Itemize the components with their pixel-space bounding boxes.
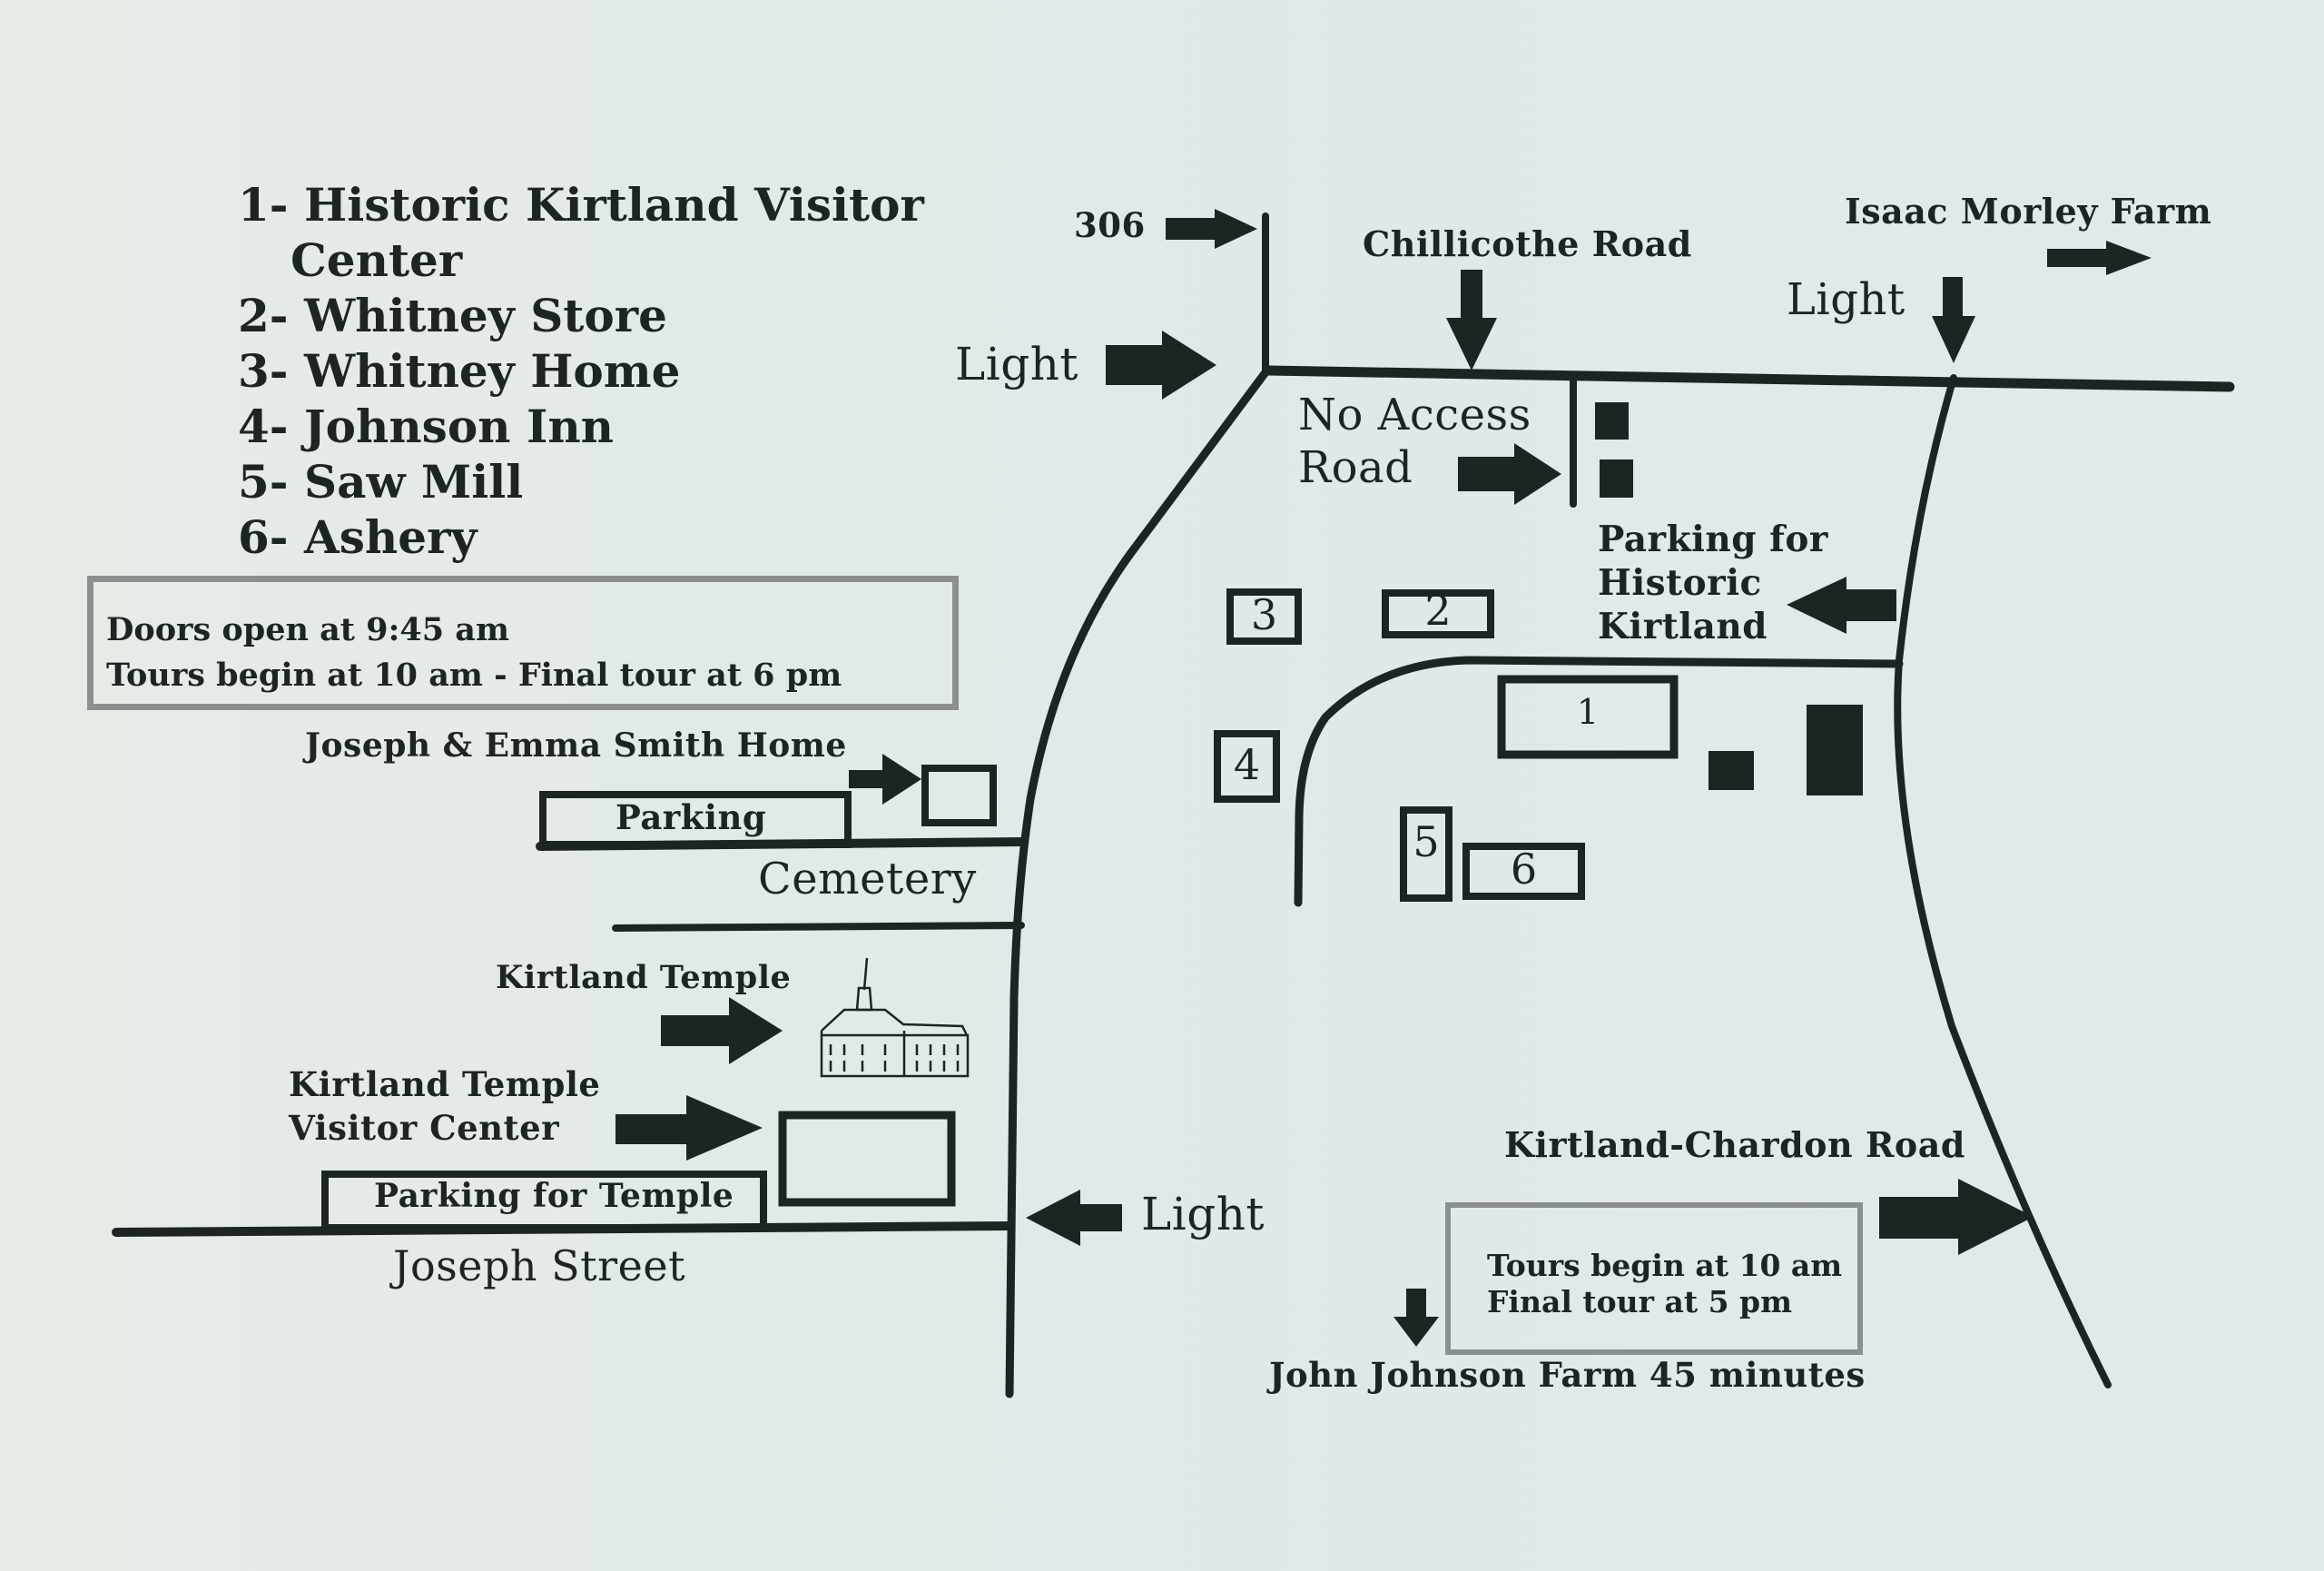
smith-parking-box <box>539 791 852 848</box>
arrow-john-johnson-down-icon <box>1393 1289 1439 1347</box>
john-johnson-farm-label: John Johnson Farm 45 minutes <box>1269 1355 1866 1395</box>
route-306-label: 306 <box>1074 205 1146 245</box>
light-bottom-label: Light <box>1141 1188 1265 1240</box>
cemetery-label: Cemetery <box>758 854 977 904</box>
building-3-number: 3 <box>1250 590 1278 639</box>
arrow-parking-historic-left-icon <box>1787 577 1896 634</box>
parking-for-temple-label: Parking for Temple <box>374 1177 734 1215</box>
building-5-number: 5 <box>1413 817 1440 866</box>
building-6-number: 6 <box>1510 845 1538 894</box>
legend-item-3: 3- Whitney Home <box>238 344 681 398</box>
chillicothe-road-line <box>1262 365 2235 392</box>
arrow-no-access-right-icon <box>1458 443 1561 505</box>
kirtland-temple-label: Kirtland Temple <box>496 959 792 996</box>
no-access-building-1 <box>1595 402 1629 440</box>
temple-visitor-center-label: Kirtland Temple Visitor Center <box>289 1064 601 1148</box>
hours-line-2: Tours begin at 10 am - Final tour at 6 p… <box>106 657 842 694</box>
inner-road-line <box>1294 656 1904 907</box>
legend-item-5: 5- Saw Mill <box>238 455 524 509</box>
arrow-smith-home-right-icon <box>849 754 921 805</box>
building-6-box <box>1462 843 1585 900</box>
arrow-light-top-left-icon <box>1106 331 1216 400</box>
temple-visitor-center-box <box>778 1111 956 1207</box>
farm-hours-line-2: Final tour at 5 pm <box>1487 1284 1793 1319</box>
outbuilding-small <box>1709 751 1754 790</box>
building-3-box <box>1226 588 1302 645</box>
smith-home-box <box>921 765 997 826</box>
arrow-306-right-icon <box>1166 209 1257 249</box>
no-access-road-label: No Access Road <box>1298 390 1531 493</box>
arrow-temple-visitor-center-right-icon <box>615 1095 763 1161</box>
arrow-light-bottom-left-icon <box>1026 1190 1122 1246</box>
light-top-left-label: Light <box>955 338 1078 390</box>
arrow-kirtland-chardon-right-icon <box>1879 1179 2034 1255</box>
kirtland-temple-icon <box>820 957 970 1078</box>
building-4-box <box>1214 730 1280 803</box>
arrow-isaac-morley-right-icon <box>2047 241 2152 275</box>
building-2-box <box>1382 589 1494 638</box>
parking-historic-kirtland-label: Parking for Historic Kirtland <box>1598 519 1828 647</box>
hours-line-1: Doors open at 9:45 am <box>106 611 509 648</box>
farm-hours-line-1: Tours begin at 10 am <box>1487 1248 1843 1283</box>
legend-item-4: 4- Johnson Inn <box>238 400 615 453</box>
temple-parking-box <box>321 1171 767 1231</box>
building-5-box <box>1400 806 1452 902</box>
cemetery-road-line <box>612 922 1025 932</box>
arrow-kirtland-temple-right-icon <box>661 997 783 1064</box>
legend-item-1: 1- Historic Kirtland Visitor <box>238 178 924 232</box>
hours-box: Doors open at 9:45 am Tours begin at 10 … <box>87 576 959 710</box>
isaac-morley-farm-label: Isaac Morley Farm <box>1845 191 2212 232</box>
farm-hours-box: Tours begin at 10 am Final tour at 5 pm <box>1445 1202 1863 1355</box>
legend-item-2: 2- Whitney Store <box>238 289 667 342</box>
legend-item-1-cont: Center <box>290 233 463 287</box>
arrow-chillicothe-down-icon <box>1446 270 1497 371</box>
main-road-line <box>1005 368 1270 1398</box>
joseph-street-label: Joseph Street <box>393 1241 686 1290</box>
building-1-box <box>1497 675 1679 759</box>
building-4-number: 4 <box>1233 740 1261 789</box>
building-1-number: 1 <box>1576 692 1600 732</box>
no-access-building-2 <box>1600 459 1633 498</box>
outbuilding-large <box>1807 705 1863 795</box>
building-2-number: 2 <box>1424 586 1452 635</box>
legend-item-6: 6- Ashery <box>238 510 478 564</box>
smith-home-label: Joseph & Emma Smith Home <box>305 726 847 765</box>
kirtland-chardon-road-label: Kirtland-Chardon Road <box>1504 1124 1965 1165</box>
chillicothe-road-label: Chillicothe Road <box>1363 223 1692 264</box>
legend: 1- Historic Kirtland Visitor Center 2- W… <box>238 177 924 565</box>
parking-label: Parking <box>615 797 767 837</box>
arrow-light-top-right-down-icon <box>1932 277 1975 363</box>
kirtland-chardon-road-line <box>1894 374 2112 1388</box>
light-top-right-label: Light <box>1787 274 1905 325</box>
